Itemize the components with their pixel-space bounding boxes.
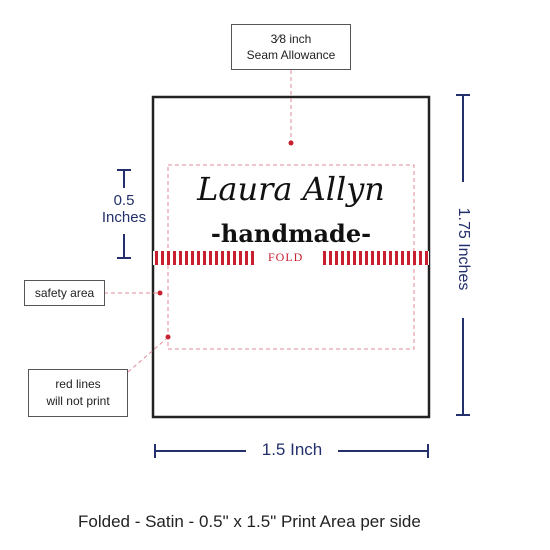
fold-stripe <box>155 251 158 265</box>
fold-stripe <box>329 251 332 265</box>
fold-stripe <box>341 251 344 265</box>
seam-pointer-dot <box>288 140 294 146</box>
red-lines-callout: red lines will not print <box>28 369 128 417</box>
fold-stripe <box>323 251 326 265</box>
fold-stripe <box>371 251 374 265</box>
seam-allowance-callout: 3⁄8 inch Seam Allowance <box>231 24 351 70</box>
redlines-pointer-dot <box>165 334 171 340</box>
fold-stripe <box>347 251 350 265</box>
redlines-pointer-line <box>127 338 167 373</box>
seam-callout-line2: Seam Allowance <box>246 48 336 62</box>
fold-stripe <box>215 251 218 265</box>
safety-callout-text: safety area <box>34 286 95 300</box>
fold-stripe <box>401 251 404 265</box>
fold-stripe <box>251 251 254 265</box>
safety-area-callout: safety area <box>24 280 105 306</box>
fold-stripe <box>365 251 368 265</box>
print-area-caption: Folded - Satin - 0.5" x 1.5" Print Area … <box>78 512 421 531</box>
small-height-bracket <box>117 169 131 259</box>
fold-stripe <box>413 251 416 265</box>
fold-stripe <box>419 251 422 265</box>
redlines-callout-line1: red lines <box>55 377 101 391</box>
fold-stripe <box>407 251 410 265</box>
fold-stripe <box>191 251 194 265</box>
small-height-value: 0.5 <box>113 192 135 209</box>
total-height-label: 1.75 Inches <box>455 207 472 291</box>
fold-stripe <box>359 251 362 265</box>
total-height-bracket <box>456 94 470 416</box>
label-name-text: Laura Allyn <box>197 170 385 208</box>
fold-stripe <box>185 251 188 265</box>
fold-stripe <box>389 251 392 265</box>
fold-stripe <box>167 251 170 265</box>
fold-stripe <box>239 251 242 265</box>
fold-stripe <box>335 251 338 265</box>
fold-stripe <box>425 251 428 265</box>
small-height-unit: Inches <box>101 209 147 226</box>
fold-stripe <box>173 251 176 265</box>
fold-stripe <box>161 251 164 265</box>
seam-callout-line1: 3⁄8 inch <box>270 32 312 46</box>
fold-stripe <box>221 251 224 265</box>
fold-stripe <box>383 251 386 265</box>
redlines-callout-line2: will not print <box>46 394 110 408</box>
label-tagline-text: -handmade- <box>210 219 372 248</box>
fold-stripe <box>377 251 380 265</box>
fold-stripe <box>233 251 236 265</box>
fold-stripe <box>197 251 200 265</box>
fold-label: FOLD <box>262 250 310 265</box>
fold-stripe <box>227 251 230 265</box>
fold-stripe <box>245 251 248 265</box>
fold-stripe <box>203 251 206 265</box>
fold-stripe <box>209 251 212 265</box>
fold-stripe <box>395 251 398 265</box>
small-height-label: 0.5 Inches <box>92 192 156 226</box>
width-bracket <box>154 444 429 458</box>
safety-pointer-dot <box>157 290 163 296</box>
width-label: 1.5 Inch <box>261 440 323 459</box>
fold-stripe <box>353 251 356 265</box>
fold-stripe <box>179 251 182 265</box>
